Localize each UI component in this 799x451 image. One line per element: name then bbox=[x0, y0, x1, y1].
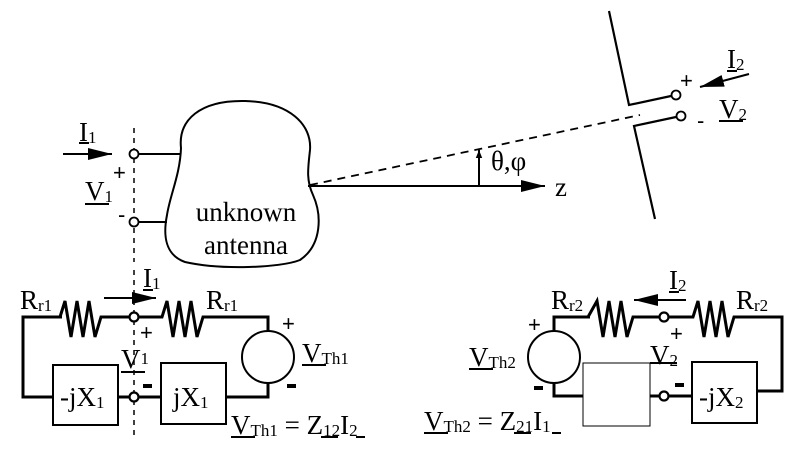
circuit2-wire-bottom-left bbox=[552, 383, 583, 398]
circuit2-source-label: VTh2 bbox=[469, 342, 516, 372]
circuit2-port-terminal-top bbox=[658, 311, 670, 323]
circuit1-box-right bbox=[160, 362, 227, 425]
circuit2-blank-box bbox=[582, 362, 651, 427]
circuit2-box-right bbox=[691, 361, 758, 424]
circuit1-source-plus: + bbox=[282, 311, 295, 336]
dipole-lower-arm bbox=[632, 115, 677, 220]
circuit2-plus-sign: + bbox=[670, 321, 683, 346]
unknown-antenna-blob bbox=[164, 99, 320, 269]
circuit2: + VTh2 I2 Rr2 Rr2 + V2 -jX2 VTh2 = Z21I1 bbox=[424, 265, 784, 436]
circuit1-current-label: I1 bbox=[143, 263, 161, 293]
circuit1-resistor-right-label: Rr1 bbox=[206, 285, 238, 315]
port2-current-arrow bbox=[699, 73, 750, 88]
circuit1-wire-bottom-right bbox=[226, 383, 270, 399]
circuit1-box-right-label: jX1 bbox=[172, 382, 209, 412]
port2-plus-sign: + bbox=[680, 68, 693, 93]
direction-line bbox=[309, 114, 641, 186]
port2-minus-sign: - bbox=[697, 108, 704, 133]
circuit2-equation: VTh2 = Z21I1 bbox=[424, 406, 551, 436]
z-axis-label: z bbox=[555, 172, 567, 202]
circuit2-wire-top-left bbox=[552, 315, 590, 331]
circuit1-resistor-left bbox=[58, 300, 129, 338]
port1-terminal-plus bbox=[128, 148, 140, 160]
circuit2-source-minus bbox=[534, 386, 543, 390]
circuit1-minus-sign bbox=[143, 384, 152, 388]
circuit1-port-terminal-top bbox=[128, 311, 140, 323]
circuit2-box-right-label: -jX2 bbox=[699, 382, 744, 412]
port1-voltage-label: V1 bbox=[85, 176, 113, 206]
port2-current-label: I2 bbox=[727, 44, 745, 74]
circuit1-voltage-label: V1 bbox=[121, 344, 149, 374]
circuit1-resistor-left-label: Rr1 bbox=[20, 285, 52, 315]
angle-label: θ,φ bbox=[491, 146, 526, 176]
circuit2-current-label: I2 bbox=[669, 265, 687, 295]
circuit2-minus-sign bbox=[675, 383, 684, 387]
circuit1-plus-sign: + bbox=[140, 320, 153, 345]
circuit1-box-left bbox=[52, 364, 119, 426]
circuit2-voltage-source bbox=[527, 330, 581, 384]
circuit2-resistor-right-label: Rr2 bbox=[736, 285, 768, 315]
port2-terminal-plus bbox=[670, 89, 682, 101]
circuit2-resistor-left bbox=[586, 296, 659, 338]
port1-minus-sign: - bbox=[118, 202, 125, 227]
top-scene: I1 + V1 - unknown antenna z θ,φ + - I2 V… bbox=[63, 10, 750, 269]
port1-current-label: I1 bbox=[79, 117, 97, 147]
circuit2-port-terminal-bottom bbox=[658, 390, 670, 402]
circuit1-equation: VTh1 = Z12I2 bbox=[231, 410, 358, 440]
antenna-label-line1: unknown bbox=[196, 197, 297, 227]
port1-plus-sign: + bbox=[113, 160, 126, 185]
circuit1: I1 Rr1 Rr1 + V1 -jX1 jX1 + VTh1 VTh1 = Z… bbox=[20, 263, 365, 440]
dipole-upper-arm bbox=[607, 10, 672, 107]
circuit2-resistor-left-label: Rr2 bbox=[551, 285, 583, 315]
port2-terminal-minus bbox=[675, 110, 687, 122]
circuit1-source-label: VTh1 bbox=[302, 338, 349, 368]
port2-voltage-label: V2 bbox=[719, 94, 747, 124]
circuit1-box-left-label: -jX1 bbox=[60, 382, 105, 412]
circuit2-resistor-right bbox=[669, 300, 784, 393]
circuit1-wire-left bbox=[21, 315, 62, 399]
circuit1-resistor-right bbox=[139, 300, 270, 338]
antenna-label-line2: antenna bbox=[204, 230, 288, 260]
circuit1-source-minus bbox=[287, 384, 296, 388]
circuit1-voltage-source bbox=[241, 330, 295, 384]
circuit2-source-plus: + bbox=[528, 312, 541, 337]
port1-terminal-minus bbox=[128, 216, 140, 228]
circuit1-port-terminal-bottom bbox=[128, 391, 140, 403]
